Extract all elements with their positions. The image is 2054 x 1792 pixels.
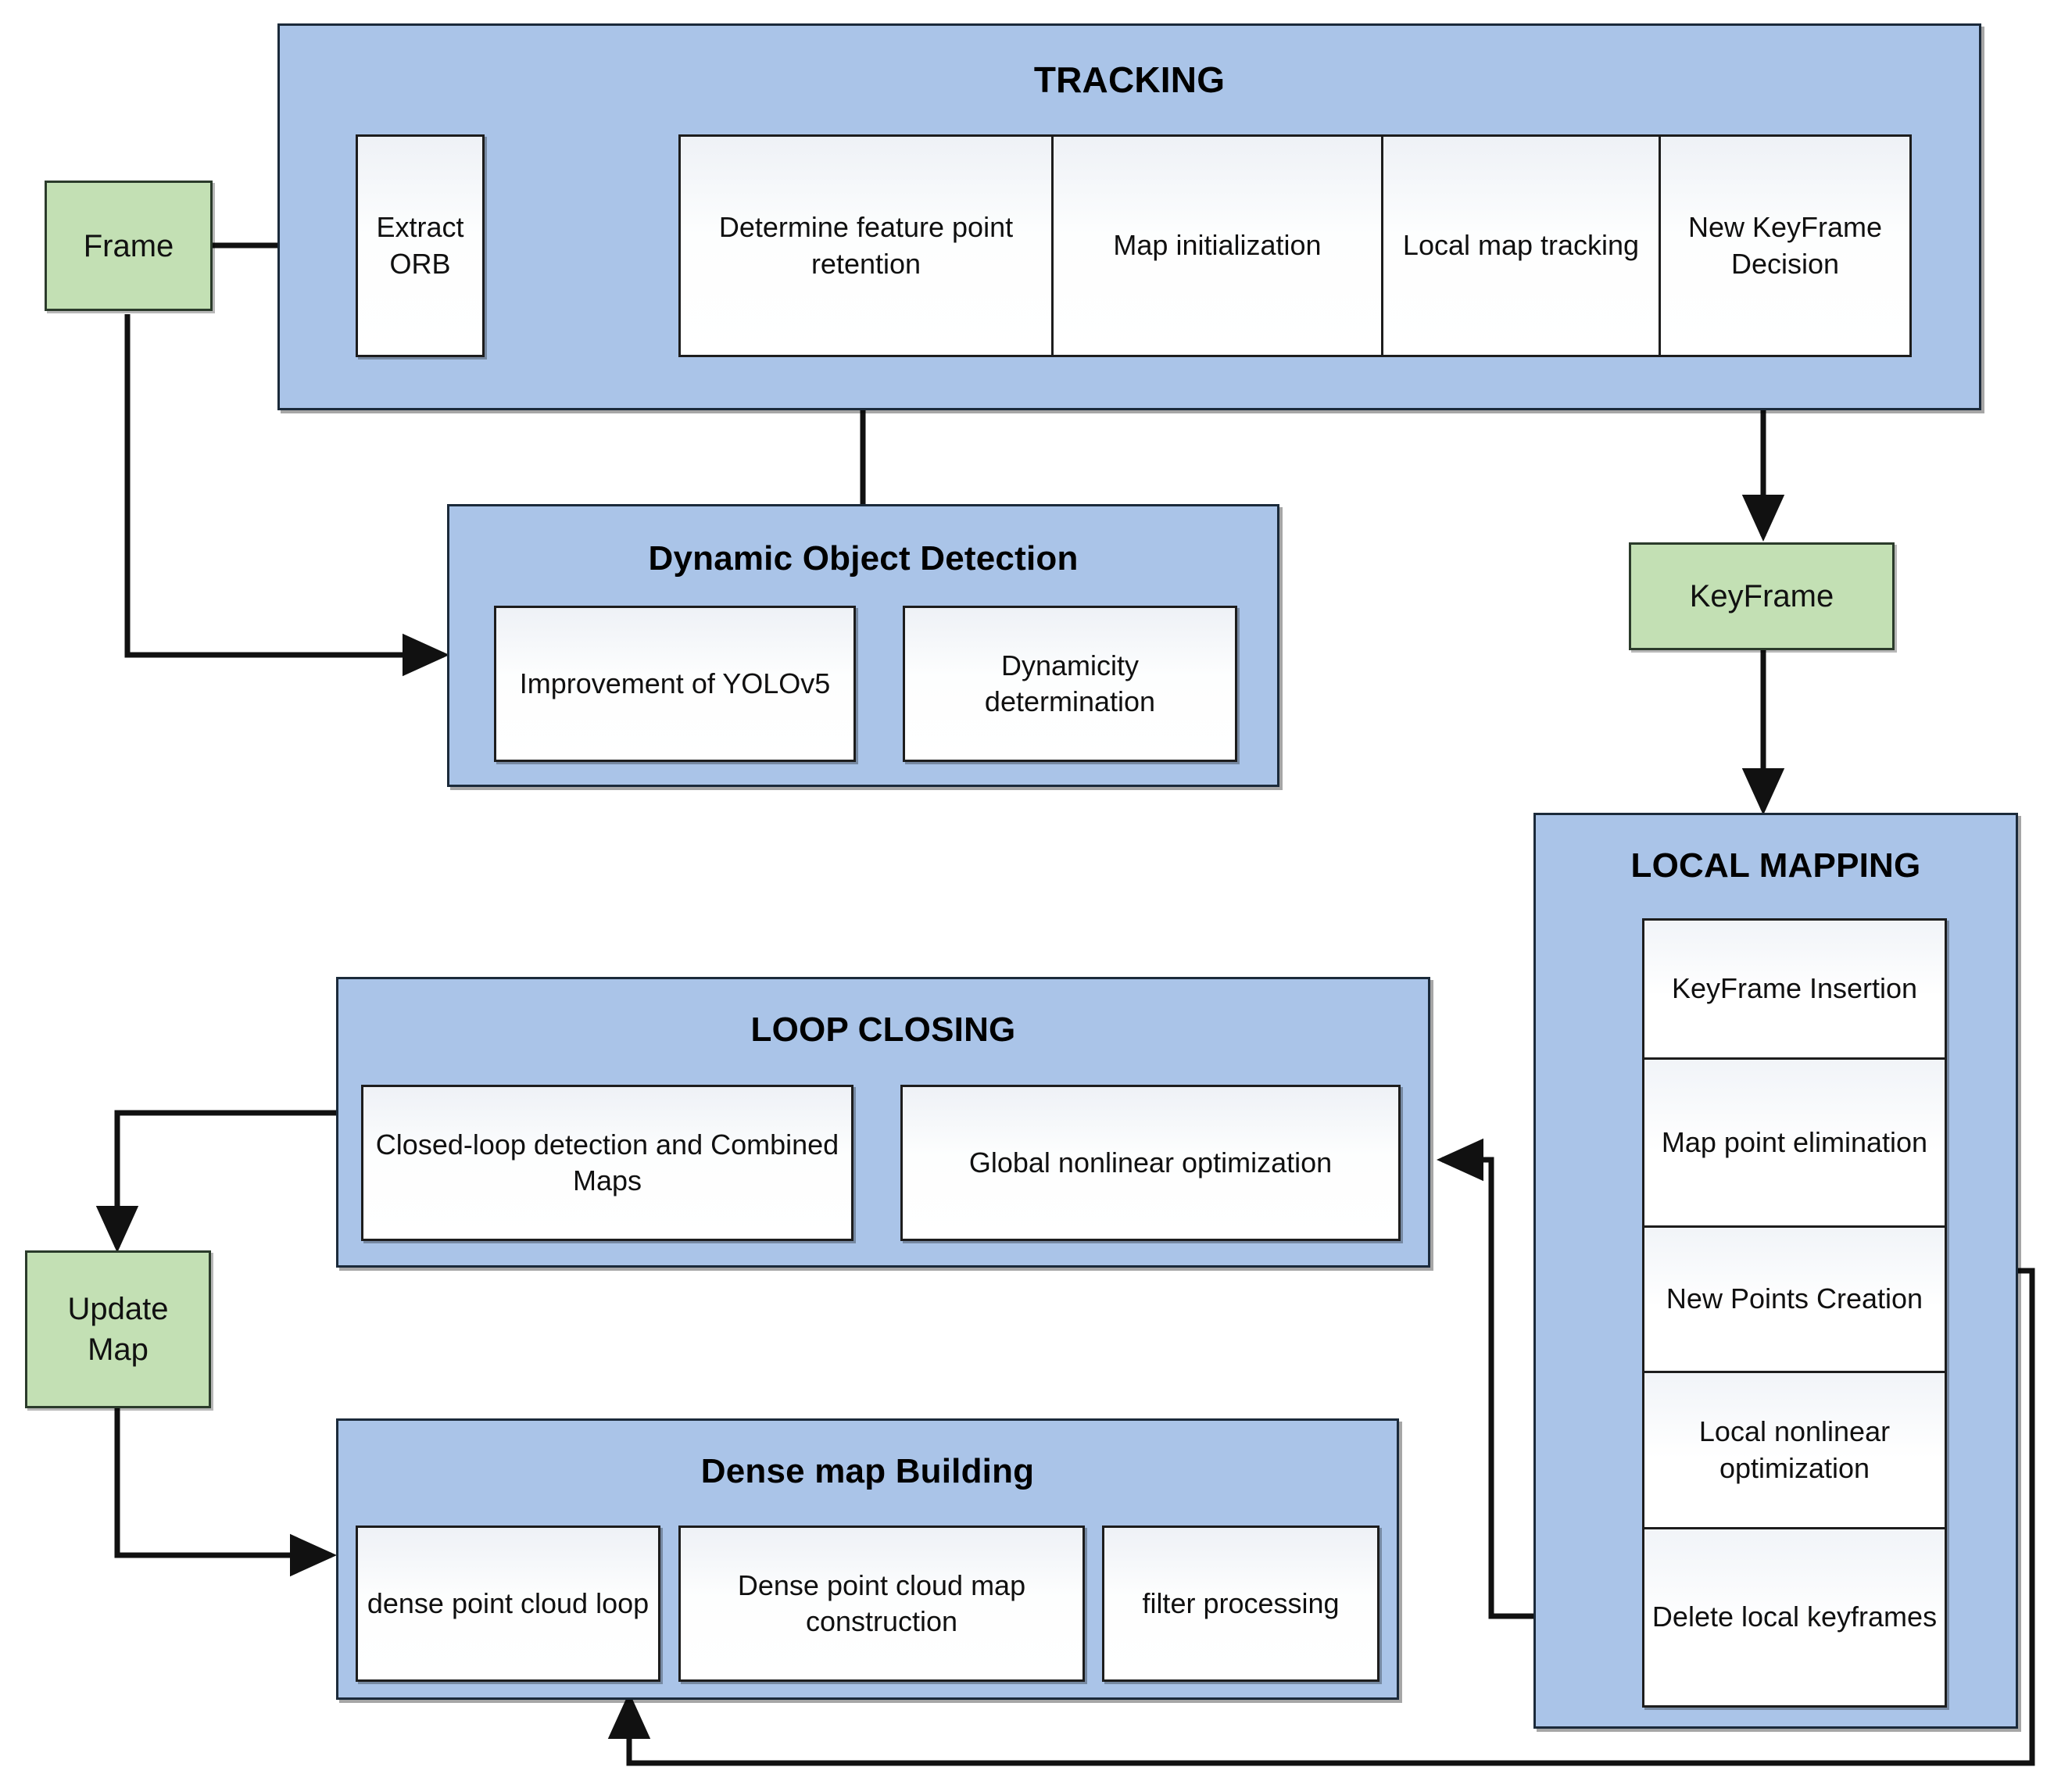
tracking-step-map-initialization[interactable]: Map initialization [1054,134,1383,357]
wire-update-map-to-dense-map [114,1408,338,1577]
tracking-box-extract-orb-label: Extract ORB [376,211,464,280]
dense-map-box-label: dense point cloud loop [367,1586,649,1619]
dense-map-box-dense-point-cloud-loop[interactable]: dense point cloud loop [356,1526,660,1682]
local-mapping-stack: KeyFrame Insertion Map point elimination… [1642,918,1947,1708]
local-mapping-item-label: Map point elimination [1661,1125,1928,1158]
loop-closing-box-closed-loop-detection-and-combined-maps[interactable]: Closed-loop detection and Combined Maps [361,1085,853,1241]
dense-map-box-label: filter processing [1142,1586,1340,1619]
wire-loop-closing-to-update-map [95,1110,336,1254]
tracking-step-label: Local map tracking [1402,229,1640,262]
dense-map-box-dense-point-cloud-map-construction[interactable]: Dense point cloud map construction [678,1526,1085,1682]
tracking-step-label: Map initialization [1113,229,1322,262]
local-mapping-item-keyframe-insertion[interactable]: KeyFrame Insertion [1644,921,1945,1060]
local-mapping-item-new-points-creation[interactable]: New Points Creation [1644,1228,1945,1373]
tracking-step-label: Determine feature point retention [718,211,1014,280]
dynamic-detection-box-label: Improvement of YOLOv5 [519,667,831,699]
dynamic-detection-box-dynamicity-determination[interactable]: Dynamicity determination [903,606,1237,762]
tracking-step-local-map-tracking[interactable]: Local map tracking [1383,134,1661,357]
dense-map-box-label: Dense point cloud map construction [737,1568,1026,1637]
local-mapping-item-local-nonlinear-optimization[interactable]: Local nonlinear optimization [1644,1373,1945,1529]
panel-dense-map-building-title: Dense map Building [700,1452,1035,1490]
loop-closing-box-label: Global nonlinear optimization [968,1146,1333,1179]
panel-loop-closing-title: LOOP CLOSING [750,1010,1016,1049]
loop-closing-box-label: Closed-loop detection and Combined Maps [375,1128,839,1196]
tracking-step-label: New KeyFrame Decision [1687,211,1883,280]
node-keyframe-label: KeyFrame [1689,579,1834,613]
panel-local-mapping-title: LOCAL MAPPING [1630,846,1921,885]
node-frame[interactable]: Frame [45,181,213,311]
local-mapping-item-delete-local-keyframes[interactable]: Delete local keyframes [1644,1529,1945,1705]
local-mapping-item-label: New Points Creation [1666,1282,1923,1315]
node-update-map-label-line2: Map [88,1332,149,1367]
panel-dynamic-object-detection-title: Dynamic Object Detection [648,539,1079,578]
local-mapping-item-map-point-elimination[interactable]: Map point elimination [1644,1060,1945,1228]
node-update-map-label-line1: Update [67,1292,169,1326]
tracking-step-new-keyframe-decision[interactable]: New KeyFrame Decision [1661,134,1912,357]
node-frame-label: Frame [83,228,174,263]
dynamic-detection-box-label: Dynamicity determination [984,649,1156,717]
node-keyframe[interactable]: KeyFrame [1629,542,1895,650]
node-update-map[interactable]: Update Map [25,1250,211,1408]
local-mapping-item-label: Delete local keyframes [1651,1601,1938,1633]
tracking-step-determine-feature-point-retention[interactable]: Determine feature point retention [678,134,1054,357]
panel-tracking-title: TRACKING [1033,59,1226,100]
local-mapping-item-label: Local nonlinear optimization [1698,1415,1891,1484]
tracking-box-extract-orb[interactable]: Extract ORB [356,134,485,357]
loop-closing-box-global-nonlinear-optimization[interactable]: Global nonlinear optimization [900,1085,1401,1241]
dense-map-box-filter-processing[interactable]: filter processing [1102,1526,1379,1682]
local-mapping-item-label: KeyFrame Insertion [1671,972,1918,1005]
tracking-steps-row: Determine feature point retention Map in… [678,134,1912,357]
dynamic-detection-box-improvement-of-yolov5[interactable]: Improvement of YOLOv5 [494,606,856,762]
